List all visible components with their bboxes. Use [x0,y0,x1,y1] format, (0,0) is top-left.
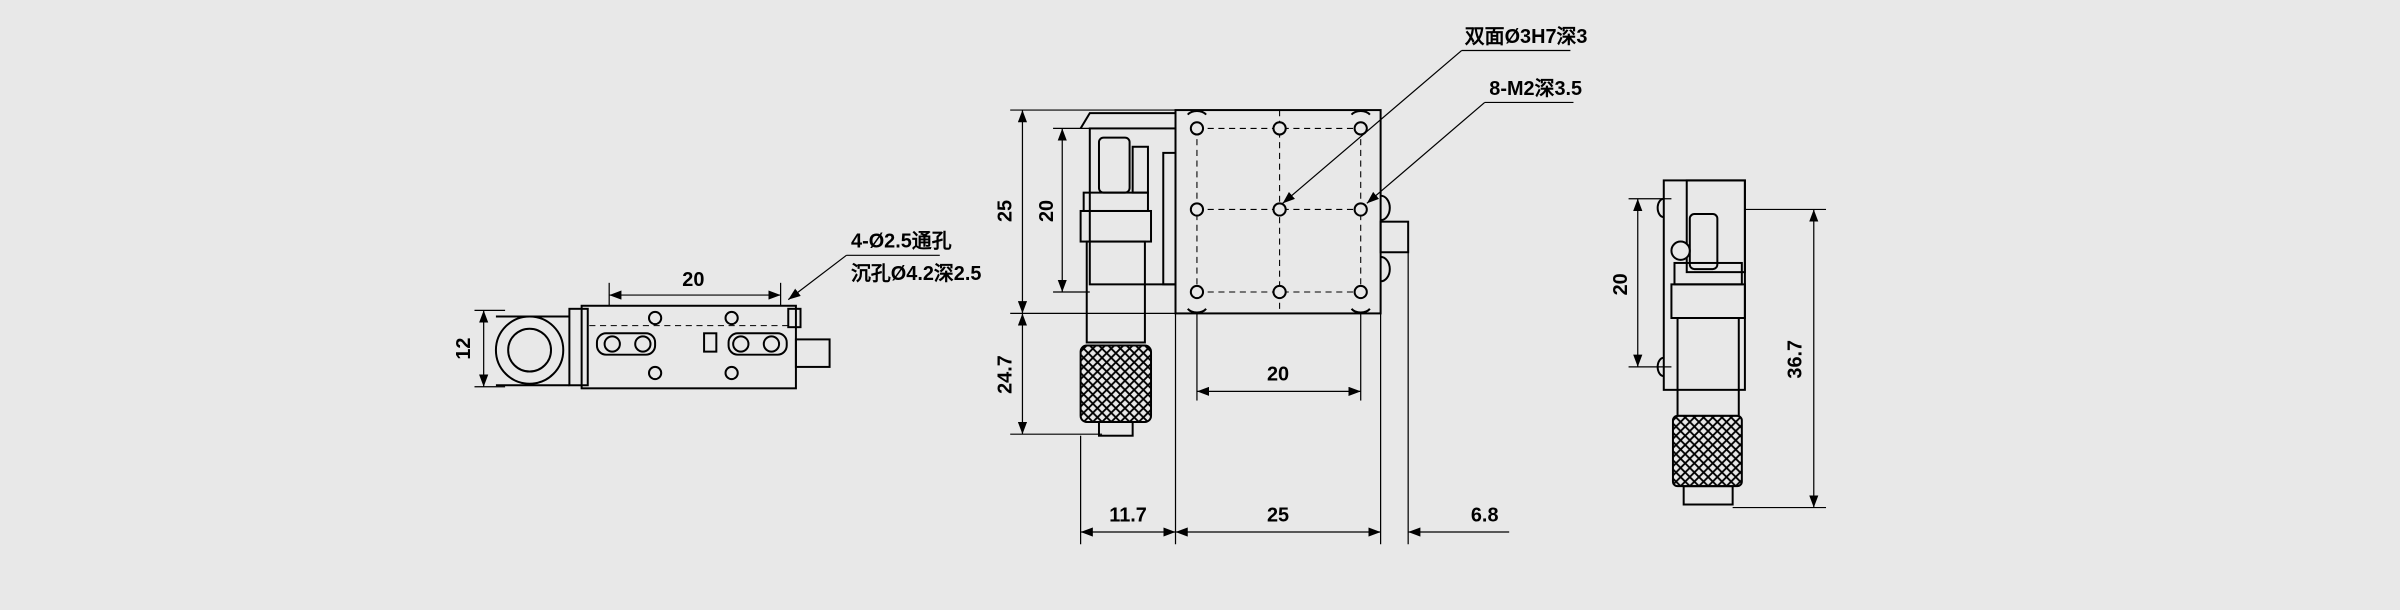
side-callout-counterbore: 沉孔Ø4.2深2.5 [851,262,981,285]
callout-pin-hole: 双面Ø3H7深3 [1465,25,1588,48]
mounting-holes [1186,110,1371,314]
end-knurled-knob [1671,414,1743,488]
side-callout-through-hole: 4-Ø2.5通孔 [851,231,952,253]
top-dim-micrometer-offset: 11.7 [1109,504,1147,526]
top-dim-side-offset: 6.8 [1471,504,1499,526]
top-dim-micrometer: 24.7 [995,355,1017,394]
top-dim-width: 25 [1267,504,1289,526]
end-view: 20 36.7 [1610,179,1827,509]
end-dim-total-height: 36.7 [1785,340,1807,379]
end-dim-hole-pitch: 20 [1610,273,1632,295]
side-dim-height: 12 [453,338,475,360]
knurled-knob [1079,344,1153,423]
callout-thread: 8-M2深3.5 [1489,77,1582,100]
side-dim-width: 20 [682,269,704,291]
top-dim-hole-pitch-h: 20 [1267,364,1289,386]
top-dim-hole-pitch-v: 20 [1036,200,1058,222]
side-view: 20 12 4-Ø2.5通孔 沉孔Ø4.2深2.5 [453,231,981,390]
top-view: 25 20 24.7 20 11.7 25 6.8 双面Ø3H7深3 8-M2深… [995,25,1588,545]
top-dim-height: 25 [995,200,1017,222]
